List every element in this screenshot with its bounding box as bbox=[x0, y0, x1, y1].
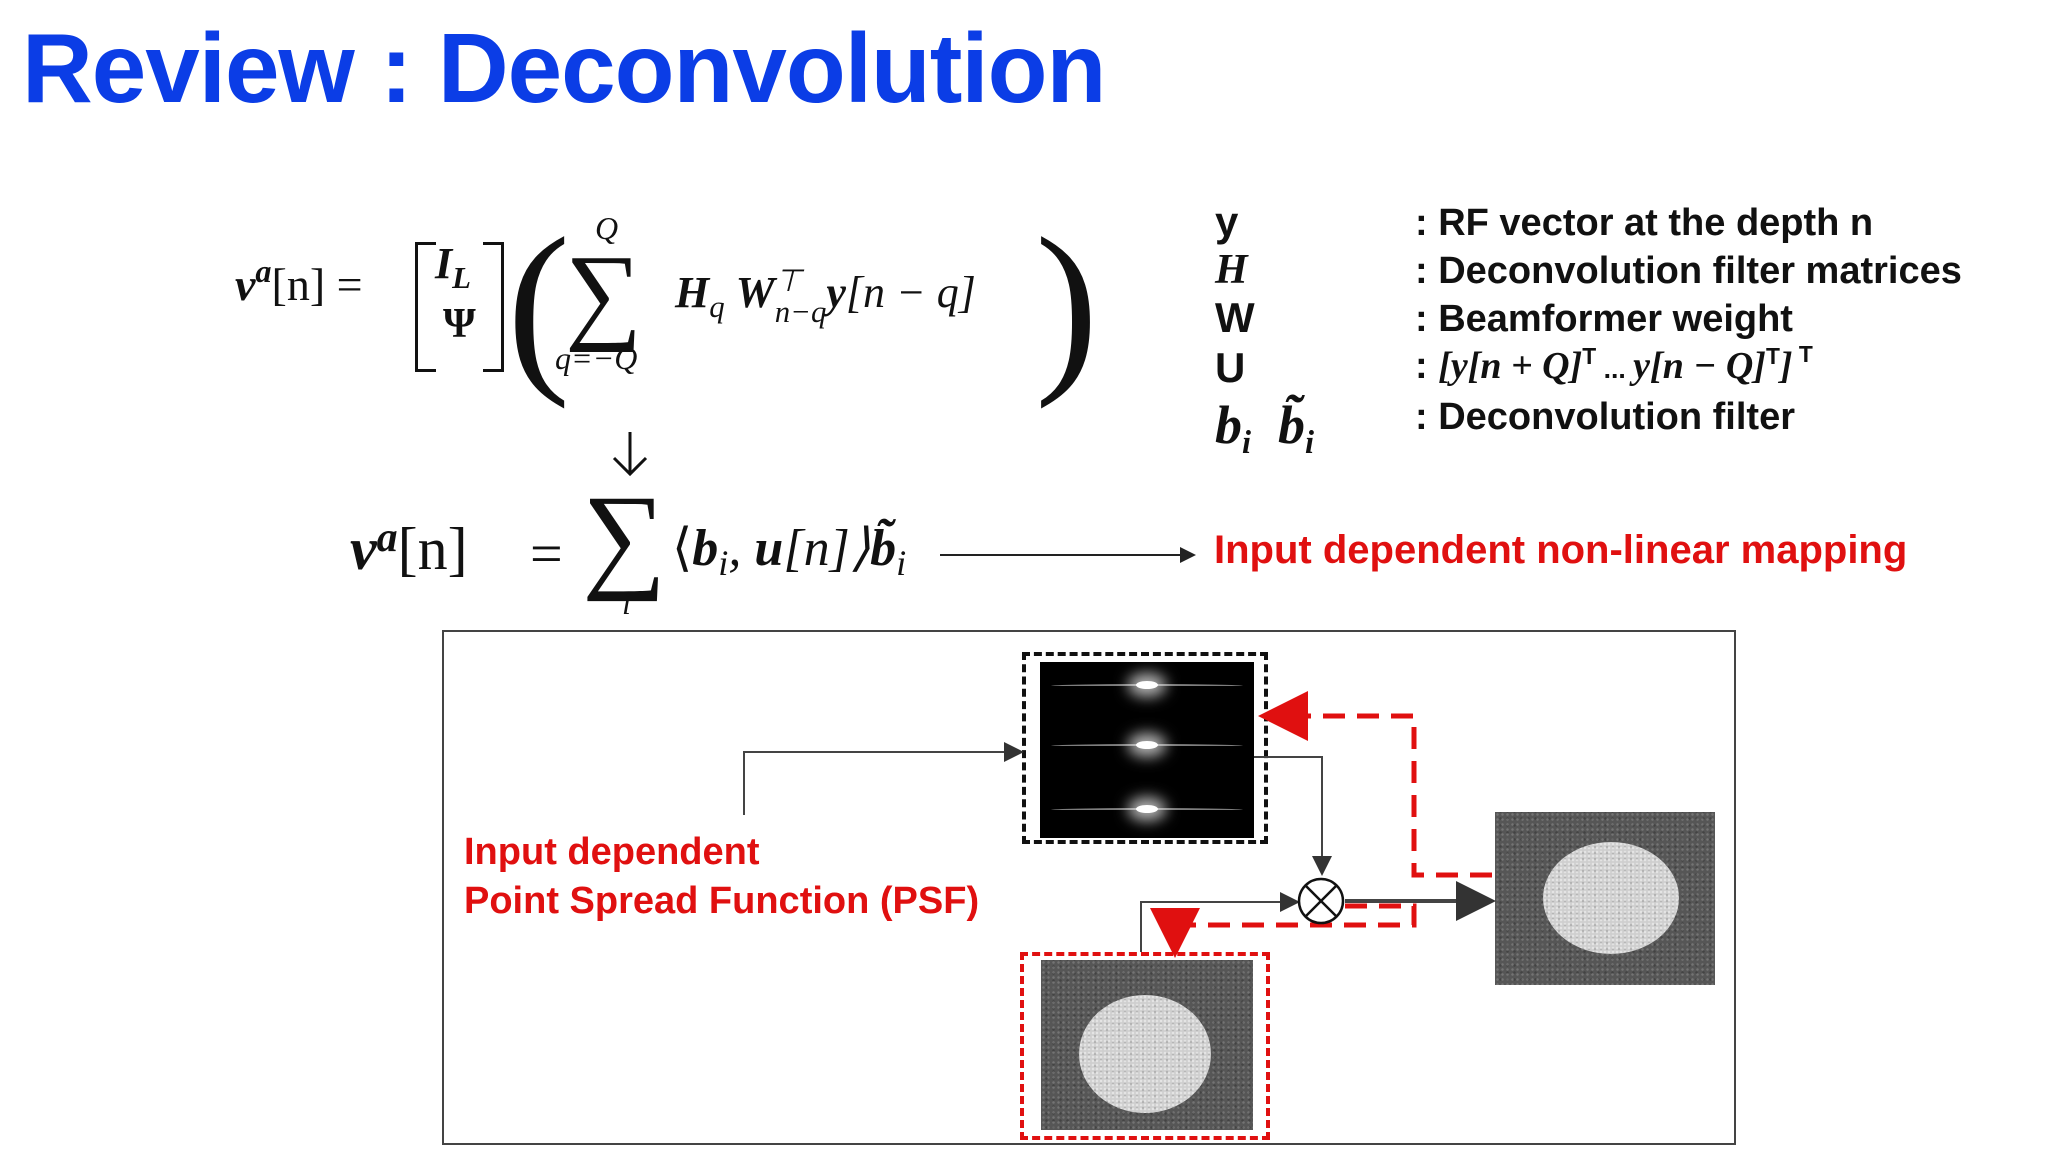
legend-desc-b: : Deconvolution filter bbox=[1415, 396, 1795, 438]
output-image bbox=[1495, 812, 1715, 985]
matrix-bracket-left bbox=[415, 242, 436, 372]
legend-desc-w: : Beamformer weight bbox=[1415, 298, 1793, 340]
legend-desc-h: : Deconvolution filter matrices bbox=[1415, 250, 1962, 292]
legend-symbol-w: W bbox=[1215, 294, 1255, 341]
psf-label: Input dependent Point Spread Function (P… bbox=[464, 828, 979, 926]
eq2-lhs: va[n] bbox=[350, 515, 468, 582]
psf-label-line-1: Input dependent bbox=[464, 831, 760, 873]
mapping-arrow-icon bbox=[940, 547, 1196, 563]
eq2-equals: = bbox=[530, 521, 563, 586]
psf-dashed-box bbox=[1022, 652, 1268, 844]
mapping-label: Input dependent non-linear mapping bbox=[1214, 528, 1908, 572]
sum-symbol-2: ∑ bbox=[582, 471, 667, 602]
psf-label-line-2: Point Spread Function (PSF) bbox=[464, 880, 980, 922]
psf-image bbox=[1040, 662, 1254, 838]
input-dashed-box bbox=[1020, 952, 1270, 1140]
sum-index: i bbox=[622, 585, 631, 621]
paren-left: ( bbox=[507, 200, 571, 410]
eq2-body: ⟨bi, u[n]⟩b̃i bbox=[672, 520, 907, 583]
legend-desc-u: : [y[n + Q]T ... y[n − Q]T] T bbox=[1415, 341, 1813, 387]
eq1-lhs: va[n] = bbox=[235, 253, 363, 310]
input-image bbox=[1041, 960, 1253, 1130]
down-arrow-icon bbox=[612, 432, 648, 477]
legend-symbol-y: y bbox=[1215, 198, 1239, 245]
matrix-top: IL bbox=[435, 239, 471, 295]
sum-lower-limit: q=−Q bbox=[555, 340, 638, 376]
sum-upper-limit: Q bbox=[595, 210, 619, 246]
paren-right: ) bbox=[1035, 200, 1099, 410]
slide-title: Review : Deconvolution bbox=[22, 13, 1106, 123]
legend-symbol-h: H bbox=[1215, 247, 1248, 293]
legend-symbol-u: U bbox=[1215, 344, 1246, 391]
matrix-bottom: Ψ bbox=[443, 301, 476, 347]
sum-symbol-1: ∑ bbox=[565, 234, 642, 353]
legend-symbol-b: bi b̃i bbox=[1215, 395, 1314, 461]
legend-desc-y: : RF vector at the depth n bbox=[1415, 202, 1874, 244]
matrix-bracket-right bbox=[483, 242, 504, 372]
